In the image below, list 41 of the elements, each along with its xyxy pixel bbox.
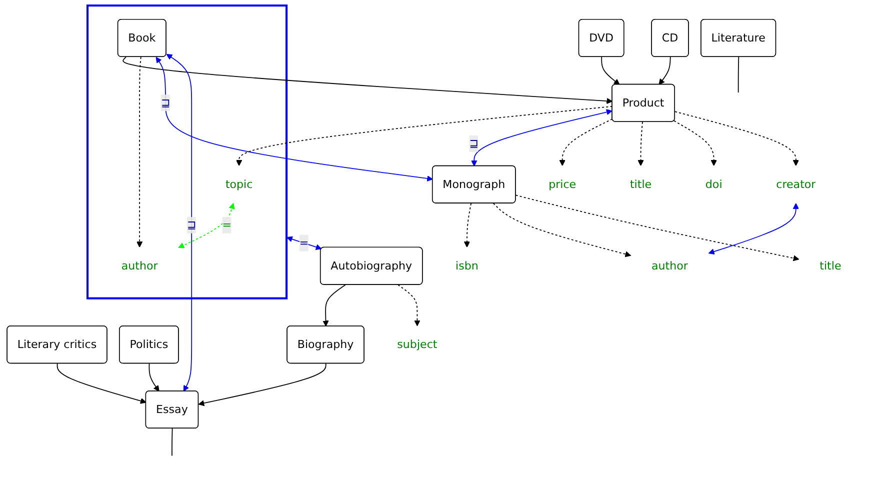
- edge-label: =: [299, 236, 309, 250]
- connector: [738, 56, 740, 93]
- arrow: [286, 236, 322, 250]
- arrow: [122, 56, 613, 104]
- arrow: [148, 363, 160, 392]
- edge-label: =: [222, 218, 232, 232]
- arrow: [56, 363, 146, 404]
- node-text: title: [630, 177, 652, 191]
- node-text: topic: [225, 177, 253, 191]
- edge-label: ⊒: [469, 136, 479, 150]
- node-text: creator: [776, 177, 816, 191]
- arrow: [658, 56, 671, 85]
- node-text: author: [652, 258, 688, 272]
- arrow: [136, 56, 143, 248]
- arrow: [674, 111, 799, 166]
- arrow: [178, 203, 235, 248]
- arrow: [492, 202, 632, 258]
- arrow: [708, 203, 799, 254]
- arrow: [198, 363, 326, 406]
- node-text: title: [820, 258, 842, 272]
- node-text: doi: [705, 177, 722, 191]
- node-text: author: [121, 258, 158, 272]
- arrow: [166, 54, 192, 392]
- node-text: subject: [397, 338, 438, 351]
- arrow: [638, 121, 644, 166]
- arrow: [674, 120, 717, 166]
- arrow: [464, 202, 472, 248]
- arrow: [156, 56, 433, 182]
- arrow: [601, 56, 620, 85]
- arrow: [322, 284, 346, 327]
- edge-label: ⊒: [186, 218, 196, 232]
- connector: [172, 428, 173, 456]
- cluster: [86, 4, 288, 300]
- edge-label: ⊒: [160, 96, 170, 110]
- arrow: [559, 118, 613, 166]
- node-text: price: [548, 177, 576, 191]
- node-text: isbn: [456, 258, 478, 272]
- arrow: [236, 106, 613, 166]
- arrow: [398, 284, 420, 326]
- arrow: [471, 109, 612, 166]
- arrow: [515, 194, 800, 262]
